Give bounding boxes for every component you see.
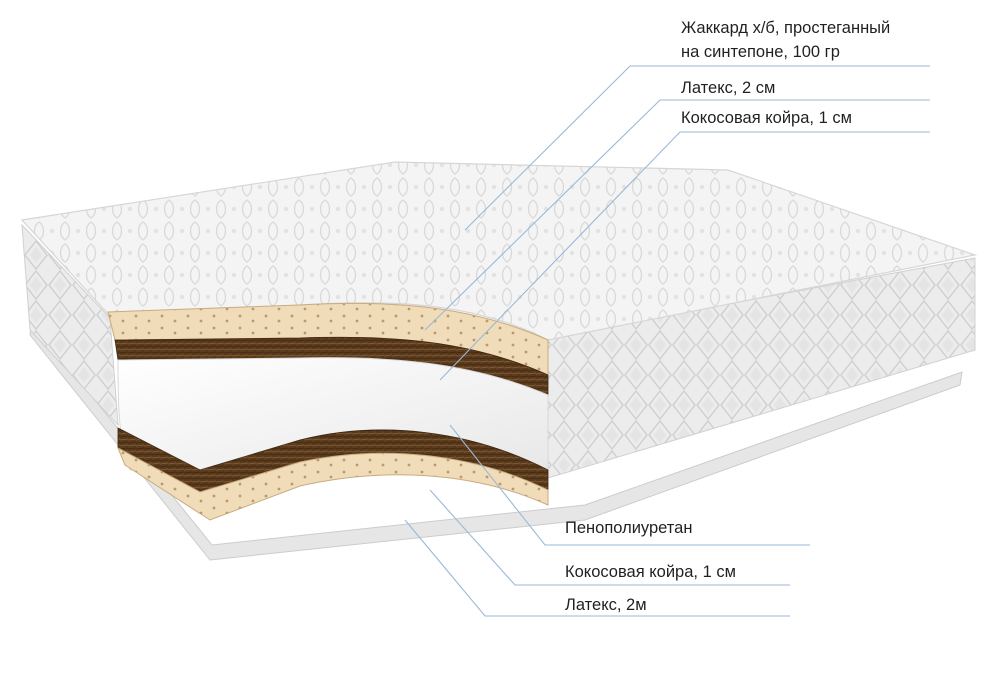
label-latex-top: Латекс, 2 см xyxy=(681,79,776,97)
label-jacquard-line1: Жаккард х/б, простеганный xyxy=(681,19,891,37)
label-polyurethane-foam: Пенополиуретан xyxy=(565,519,693,537)
leader-line-jacquard xyxy=(464,65,930,231)
leader-lines xyxy=(404,65,930,617)
label-latex-bottom: Латекс, 2м xyxy=(565,596,647,614)
mattress-left-side xyxy=(21,223,119,427)
leader-line-latex-bottom xyxy=(404,519,790,617)
label-coir-bottom: Кокосовая койра, 1 см xyxy=(565,563,736,581)
leader-line-coir-bottom xyxy=(429,489,790,586)
leader-line-latex-top xyxy=(424,99,930,331)
leader-line-ppu xyxy=(449,424,810,546)
latex-bottom-layer xyxy=(117,446,549,521)
label-jacquard-line2: на синтепоне, 100 гр xyxy=(681,43,840,61)
leader-line-coir-top xyxy=(439,131,930,381)
label-coir-top: Кокосовая койра, 1 см xyxy=(681,109,852,127)
label-jacquard: Жаккард х/б, простеганный на синтепоне, … xyxy=(681,16,890,64)
